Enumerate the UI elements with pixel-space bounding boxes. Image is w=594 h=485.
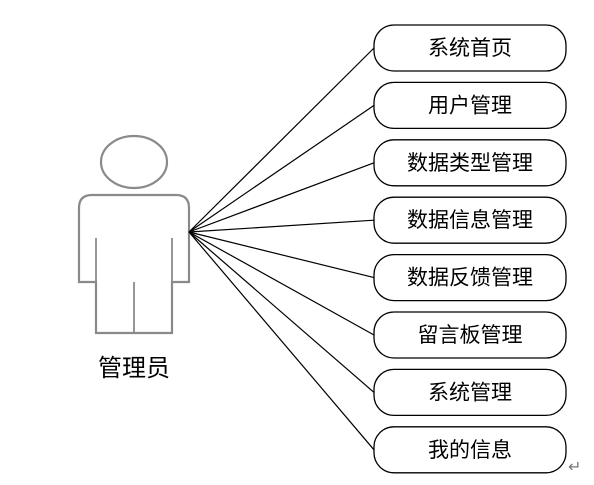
- actor-figure: [77, 134, 191, 335]
- association-line: [188, 162, 375, 233]
- use-case-label: 留言板管理: [418, 323, 523, 347]
- association-line: [188, 231, 375, 279]
- use-case: 留言板管理: [373, 311, 567, 359]
- association-line: [188, 47, 375, 233]
- use-case: 数据信息管理: [373, 196, 567, 244]
- use-case: 系统管理: [373, 368, 567, 417]
- use-case-box: [373, 196, 567, 244]
- association-line: [188, 219, 375, 233]
- association-line: [188, 231, 375, 336]
- use-case-label: 系统首页: [428, 36, 512, 60]
- association-lines: [188, 47, 375, 451]
- use-case: 数据反馈管理: [373, 253, 567, 302]
- use-case: 系统首页: [373, 24, 567, 72]
- use-case-box: [373, 81, 567, 130]
- use-case: 我的信息: [373, 426, 567, 474]
- association-line: [188, 104, 375, 233]
- actor-head: [99, 134, 169, 190]
- use-case-box: [373, 24, 567, 72]
- use-case-label: 用户管理: [428, 93, 512, 117]
- use-case-box: [373, 139, 567, 187]
- use-case-box: [373, 253, 567, 302]
- use-case: 数据类型管理: [373, 139, 567, 187]
- use-case-label: 数据类型管理: [407, 151, 533, 175]
- use-case-box: [373, 426, 567, 474]
- use-case-label: 数据反馈管理: [407, 266, 533, 290]
- use-case: 用户管理: [373, 81, 567, 130]
- use-case-label: 数据信息管理: [407, 208, 533, 232]
- actor-name: 管理员: [98, 354, 170, 382]
- actor-body: [77, 193, 191, 335]
- use-case-box: [373, 311, 567, 359]
- use-case-box: [373, 368, 567, 417]
- association-line: [188, 231, 375, 451]
- use-case-label: 系统管理: [428, 380, 512, 404]
- paragraph-mark: ↵: [568, 457, 581, 476]
- association-line: [188, 231, 375, 393]
- use-case-label: 我的信息: [428, 438, 512, 462]
